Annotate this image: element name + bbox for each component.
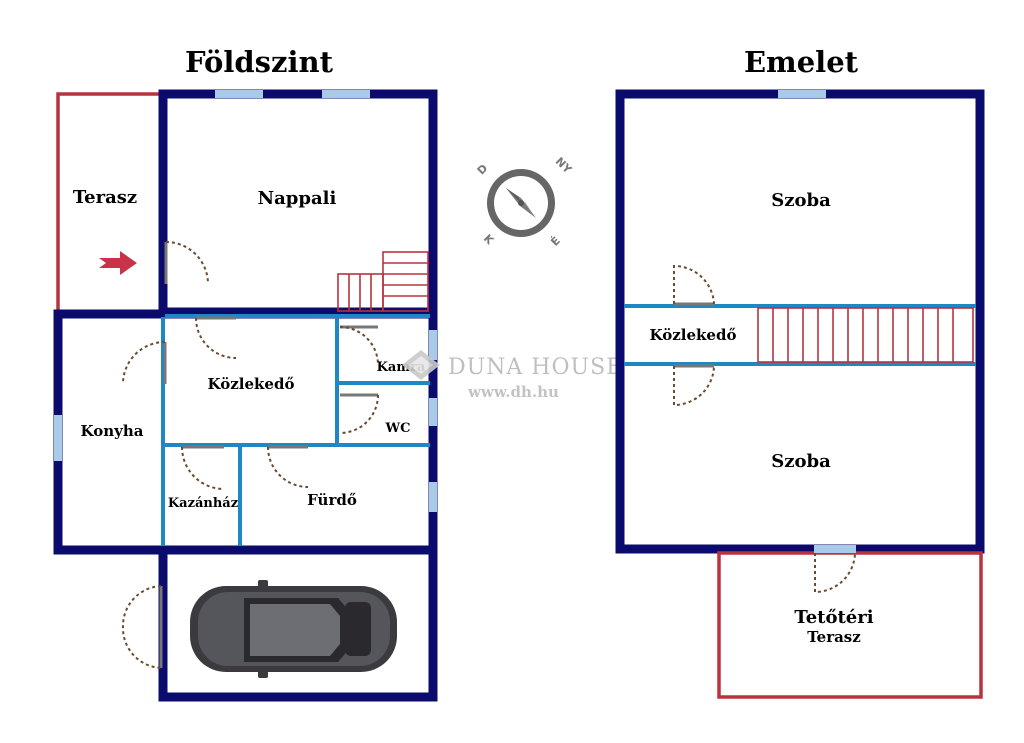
terrace-outline	[56, 92, 163, 312]
car-icon	[190, 580, 397, 678]
window	[322, 90, 370, 98]
window	[429, 482, 437, 512]
garage-walls	[158, 545, 438, 702]
compass-icon: D NY K É	[475, 155, 575, 249]
room-label-bathroom: Fürdő	[307, 491, 357, 509]
upper-floor-walls	[615, 89, 985, 554]
ground-floor-plan: Terasz Nappali Konyha Közlekedő Kamra WC…	[53, 89, 438, 702]
room-label-living: Nappali	[258, 188, 337, 209]
window	[778, 90, 826, 98]
compass-label-d: D	[475, 162, 491, 178]
watermark-url: www.dh.hu	[467, 383, 559, 401]
room-label-attic-terrace-line2: Terasz	[807, 628, 861, 646]
room-label-room-bottom: Szoba	[771, 451, 831, 472]
room-label-boiler: Kazánház	[168, 496, 238, 511]
room-label-terrace: Terasz	[73, 187, 137, 208]
upper-floor-plan: Szoba Közlekedő Szoba Tetőtéri Terasz	[615, 89, 985, 699]
ground-floor-title: Földszint	[185, 45, 334, 79]
room-label-attic-terrace-line1: Tetőtéri	[794, 607, 873, 628]
room-label-room-top: Szoba	[771, 190, 831, 211]
entry-arrow-icon	[99, 251, 137, 275]
compass-label-e: É	[548, 234, 563, 249]
window	[429, 330, 437, 360]
ground-staircase	[337, 251, 429, 312]
compass-label-ny: NY	[553, 155, 575, 177]
window	[54, 415, 62, 461]
watermark: DUNA HOUSE www.dh.hu	[402, 350, 623, 401]
upper-floor-title: Emelet	[744, 45, 859, 79]
window	[215, 90, 263, 98]
compass-label-k: K	[481, 232, 497, 248]
room-label-upper-corridor: Közlekedő	[650, 326, 737, 344]
window	[429, 398, 437, 426]
room-label-kitchen: Konyha	[81, 422, 144, 440]
watermark-brand: DUNA HOUSE	[448, 355, 623, 380]
room-label-wc: WC	[385, 421, 411, 436]
ground-doors	[121, 241, 379, 669]
window	[814, 545, 856, 553]
room-label-corridor: Közlekedő	[208, 375, 295, 393]
upper-staircase	[757, 307, 974, 363]
upper-doors	[673, 264, 856, 594]
